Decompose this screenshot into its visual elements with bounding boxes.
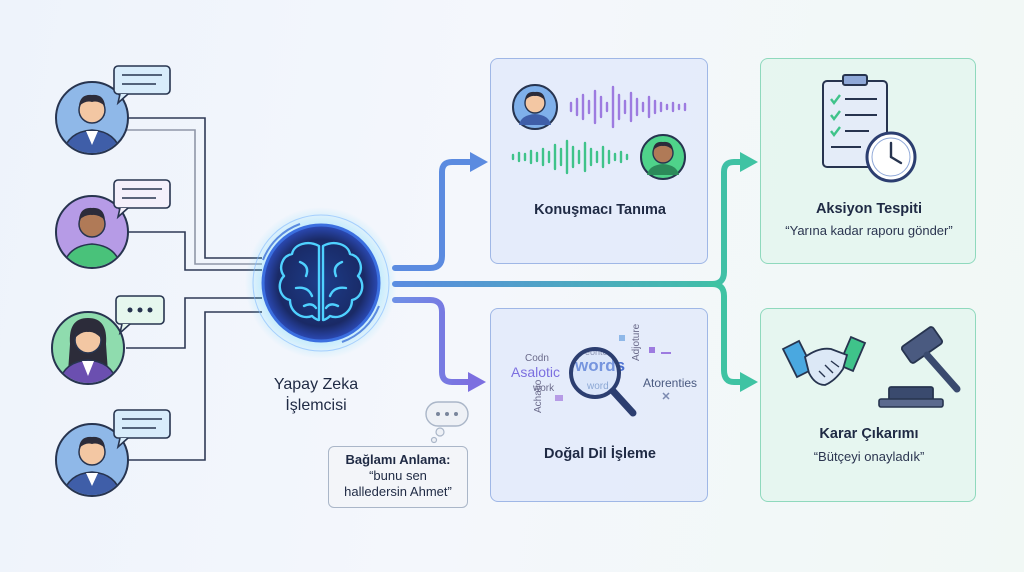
speaker-avatar-icon	[512, 84, 558, 130]
cloud-word: words	[574, 356, 625, 375]
card-action-detection: Aksiyon Tespiti “Yarına kadar raporu gön…	[760, 58, 976, 264]
cloud-word: word	[586, 381, 609, 392]
thought-dots-icon	[425, 401, 469, 444]
speech-bubble-icon	[113, 409, 171, 450]
context-bubble: Bağlamı Anlama: “bunu sen halledersin Ah…	[328, 446, 468, 508]
input-connectors	[126, 117, 262, 461]
brain-icon	[278, 242, 364, 322]
cloud-word: Asalotic	[511, 364, 560, 380]
card-decision-extraction: Karar Çıkarımı “Bütçeyi onayladık”	[760, 308, 976, 502]
card-quote: “Yarına kadar raporu gönder”	[785, 223, 953, 238]
context-title: Bağlamı Anlama:	[345, 452, 451, 467]
card-title: Aksiyon Tespiti	[815, 201, 923, 217]
speaker-visual	[511, 84, 687, 180]
brain-processor	[245, 207, 397, 359]
clock-icon	[865, 131, 917, 183]
cloud-word: work	[532, 383, 555, 394]
card-title: Doğal Dil İşleme	[543, 446, 656, 462]
handshake-icon	[781, 335, 867, 386]
cloud-word: Atorenties	[643, 376, 697, 390]
speech-bubble-icon	[113, 179, 171, 220]
typing-bubble-icon	[115, 295, 165, 336]
processor-label: Yapay Zeka İşlemcisi	[246, 374, 386, 416]
cloud-word: Achatio	[533, 379, 544, 413]
participant-3	[51, 311, 125, 385]
cloud-word: Adjoture	[631, 323, 642, 361]
decision-visual	[781, 326, 961, 408]
word-cloud-visual: Codn Asalotic work Achatio words word Ad…	[511, 323, 697, 417]
cloud-word: Codn	[525, 353, 549, 364]
action-visual	[822, 74, 917, 183]
context-line1: “bunu sen	[369, 468, 427, 483]
waveform-purple-icon	[569, 85, 687, 129]
cloud-word: eonte	[585, 347, 608, 357]
participant-2	[55, 195, 129, 269]
output-arrows	[392, 152, 758, 392]
speaker-avatar-icon	[640, 134, 686, 180]
word-cloud: Codn Asalotic work Achatio words word Ad…	[511, 323, 697, 413]
card-speaker-recognition: Konuşmacı Tanıma	[490, 58, 708, 264]
waveform-green-icon	[511, 139, 629, 175]
magnifier-icon	[569, 347, 637, 417]
card-quote: “Bütçeyi onayladık”	[813, 449, 925, 464]
processor-label-line1: Yapay Zeka	[273, 376, 359, 393]
card-title: Konuşmacı Tanıma	[534, 202, 666, 218]
context-line2: halledersin Ahmet”	[344, 484, 452, 499]
speech-bubble-icon	[113, 65, 171, 106]
processor-label-line2: İşlemcisi	[285, 397, 347, 414]
card-nlp: Codn Asalotic work Achatio words word Ad…	[490, 308, 708, 502]
card-title: Karar Çıkarımı	[819, 426, 919, 442]
participant-4	[55, 423, 129, 497]
gavel-icon	[878, 326, 961, 408]
